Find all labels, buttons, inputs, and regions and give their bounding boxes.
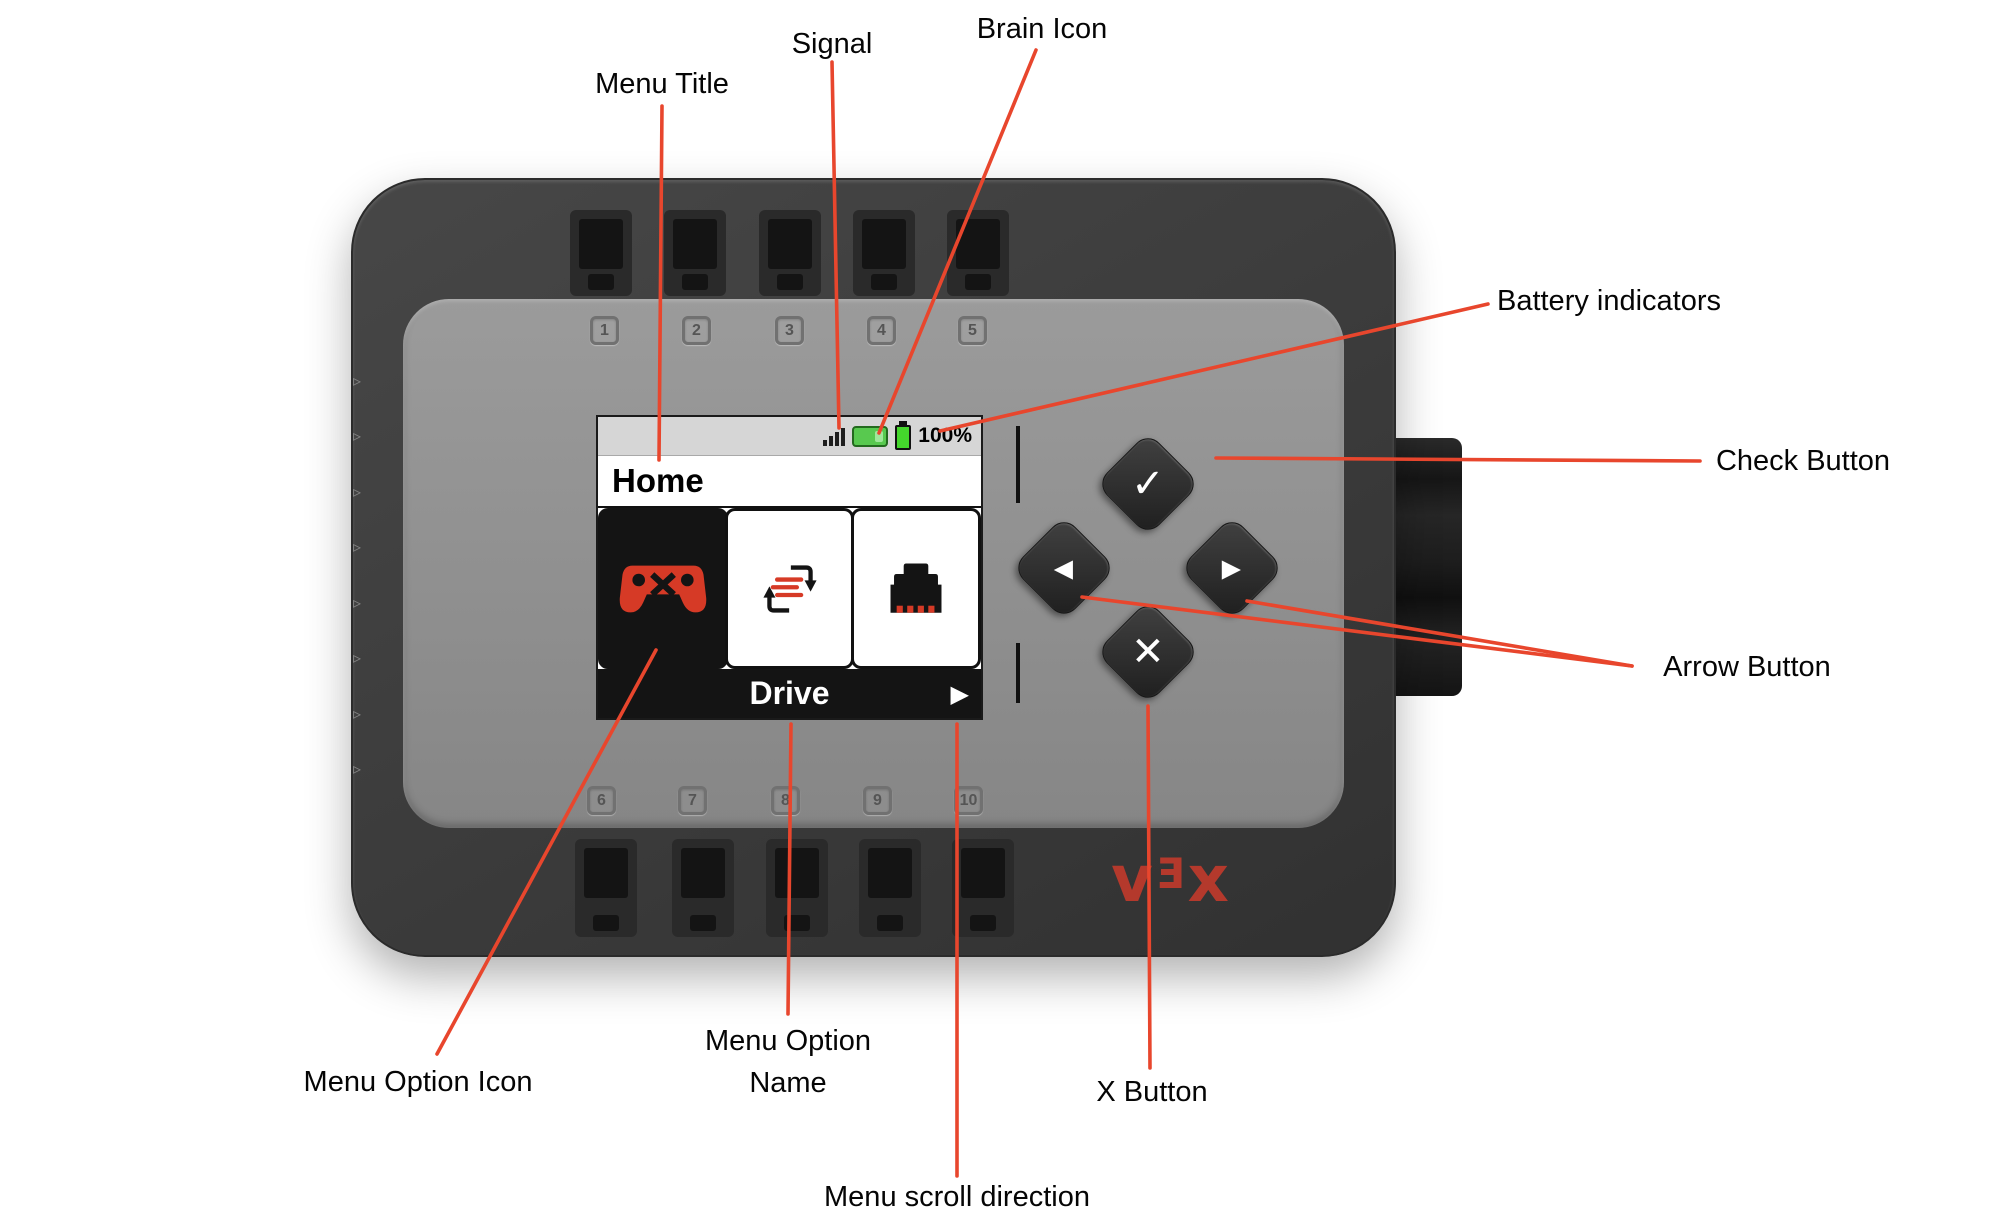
tile-ports[interactable] <box>851 508 982 669</box>
controller-icon <box>619 565 707 612</box>
x-icon: ✕ <box>1131 628 1165 675</box>
label-menu-option-name-line2: Name <box>749 1067 827 1099</box>
menu-scroll-arrow-icon: ▶ <box>950 679 969 708</box>
port-jack-5 <box>947 210 1009 296</box>
port-number-badge: 8 <box>771 786 800 815</box>
menu-title-text: Home <box>598 456 981 508</box>
port-number-badge: 10 <box>954 786 983 815</box>
check-icon: ✓ <box>1131 460 1165 507</box>
port-jack-7 <box>672 839 734 937</box>
speaker-slot <box>1016 426 1020 503</box>
port-number-badge: 5 <box>958 316 987 345</box>
port-jack-10 <box>952 839 1014 937</box>
port-number-badge: 9 <box>863 786 892 815</box>
label-signal: Signal <box>791 27 873 60</box>
label-menu-option-name-line1: Menu Option <box>704 1024 872 1057</box>
logo-letter: Ǝ <box>1155 849 1185 898</box>
selected-option-name: Drive <box>749 675 830 711</box>
left-arrow-icon: ◀ <box>1054 553 1074 583</box>
right-arrow-icon: ▶ <box>1222 553 1242 583</box>
label-menu-option-name: Menu Option Name <box>705 1020 871 1104</box>
programs-icon <box>762 564 817 613</box>
vex-logo: v Ǝ x <box>1088 843 1252 917</box>
port-jack-1 <box>570 210 632 296</box>
side-chevron-icon: ▹ <box>353 759 362 778</box>
side-chevron-icon: ▹ <box>353 537 362 556</box>
logo-letter: v <box>1111 843 1153 917</box>
menu-tiles <box>598 508 982 669</box>
port-jack-3 <box>759 210 821 296</box>
side-chevron-icon: ▹ <box>353 704 362 723</box>
port-number-badge: 3 <box>775 316 804 345</box>
speaker-slot <box>1016 643 1020 703</box>
side-chevron-icon: ▹ <box>353 482 362 501</box>
side-chevron-icon: ▹ <box>353 371 362 390</box>
port-jack-9 <box>859 839 921 937</box>
port-number-badge: 7 <box>678 786 707 815</box>
signal-icon <box>823 426 846 446</box>
port-number-badge: 6 <box>587 786 616 815</box>
logo-letter: x <box>1187 843 1229 917</box>
port-number-badge: 1 <box>590 316 619 345</box>
port-jack-8 <box>766 839 828 937</box>
label-menu-option-icon: Menu Option Icon <box>303 1065 533 1098</box>
label-menu-title: Menu Title <box>595 67 729 100</box>
brain-screen: 100% Home <box>596 415 983 720</box>
tile-drive[interactable] <box>598 508 728 669</box>
selected-option-bar: Drive ▶ <box>598 669 981 718</box>
tile-programs[interactable] <box>724 508 855 669</box>
port-jack-6 <box>575 839 637 937</box>
brain-status-icon <box>852 425 889 447</box>
side-chevron-icon: ▹ <box>353 426 362 445</box>
port-number-badge: 4 <box>867 316 896 345</box>
label-menu-scroll-direction: Menu scroll direction <box>824 1180 1090 1213</box>
port-jack-4 <box>853 210 915 296</box>
label-brain-icon: Brain Icon <box>976 12 1108 45</box>
label-arrow-button: Arrow Button <box>1663 650 1831 683</box>
label-check-button: Check Button <box>1715 444 1891 477</box>
side-chevron-icon: ▹ <box>353 648 362 667</box>
battery-percent: 100% <box>918 424 972 447</box>
port-jack-2 <box>664 210 726 296</box>
label-x-button: X Button <box>1096 1075 1208 1108</box>
port-device-icon <box>890 563 942 613</box>
status-bar: 100% <box>598 417 981 456</box>
port-number-badge: 2 <box>682 316 711 345</box>
label-battery-indicators: Battery indicators <box>1496 284 1722 317</box>
battery-icon <box>895 425 912 450</box>
side-chevron-icon: ▹ <box>353 593 362 612</box>
